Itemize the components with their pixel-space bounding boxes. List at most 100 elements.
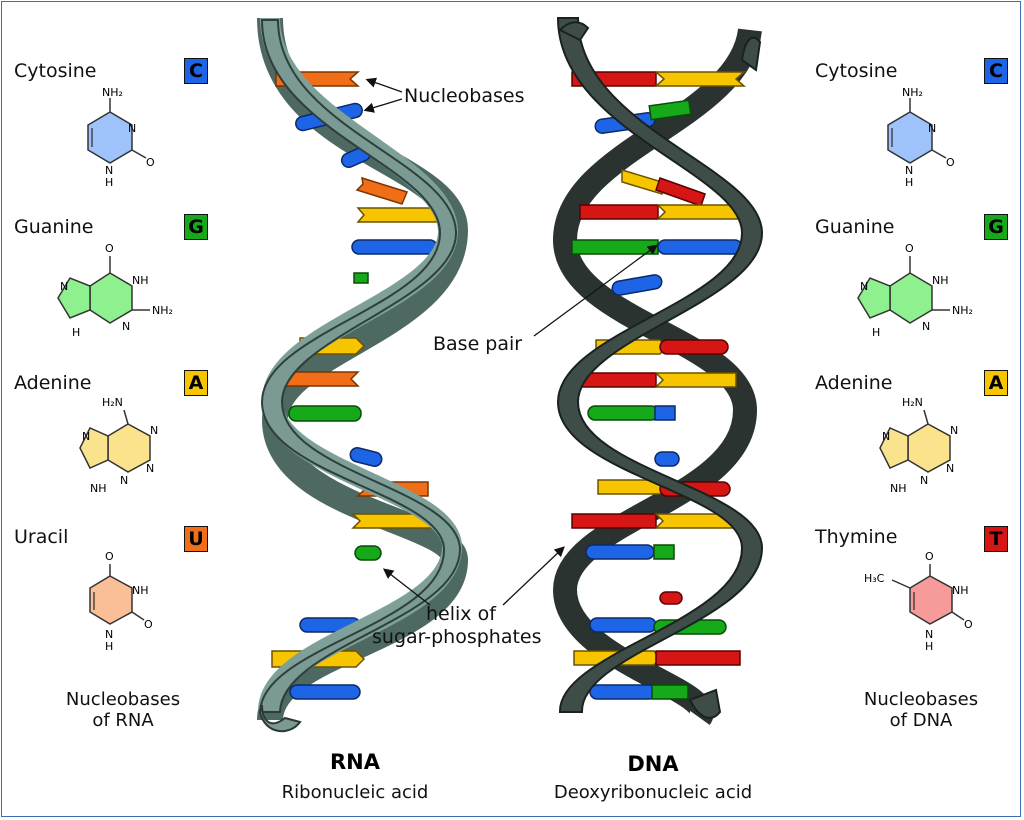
- dna-badge-thymine: T: [984, 526, 1008, 552]
- svg-text:H₃C: H₃C: [864, 572, 885, 585]
- dna-nucleobases-caption: Nucleobases of DNA: [846, 689, 996, 731]
- svg-text:NH: NH: [890, 482, 907, 495]
- dna-subtitle: Deoxyribonucleic acid: [553, 782, 753, 803]
- rna-base-name-cytosine: Cytosine: [14, 60, 97, 82]
- dna-rung-pair: [654, 451, 680, 467]
- rna-subtitle: Ribonucleic acid: [281, 782, 429, 803]
- dna-badge-adenine: A: [984, 370, 1008, 396]
- svg-text:H₂N: H₂N: [102, 396, 123, 409]
- dna-rung-pair: [654, 405, 676, 421]
- dna-base-name-guanine: Guanine: [815, 216, 895, 238]
- svg-text:N: N: [928, 122, 936, 135]
- dna-rung-pair: [621, 168, 663, 196]
- dna-rung-pair: [655, 650, 741, 666]
- cytosine-molecule-dna: NH₂ N O N H: [887, 86, 955, 189]
- svg-text:N: N: [146, 462, 154, 475]
- adenine-molecule-dna: H₂N N N N N NH: [879, 396, 958, 495]
- dna-base-name-thymine: Thymine: [815, 526, 898, 548]
- dna-backbone-back: [552, 27, 762, 725]
- svg-text:H: H: [105, 640, 113, 653]
- svg-text:N: N: [882, 430, 890, 443]
- helix-arrow-dna: [502, 546, 565, 606]
- svg-text:H: H: [905, 176, 913, 189]
- svg-text:NH: NH: [952, 584, 969, 597]
- dna-rung-pair: [579, 204, 659, 220]
- rna-rung-cytosine: [349, 447, 383, 467]
- svg-text:NH₂: NH₂: [902, 86, 923, 99]
- svg-text:N: N: [82, 430, 90, 443]
- dna-rung-pair: [611, 274, 663, 296]
- dna-backbone-front-ribbon: [556, 17, 764, 713]
- rna-badge-guanine: G: [184, 214, 208, 240]
- dna-caption-line1: Nucleobases: [863, 689, 979, 710]
- svg-text:N: N: [128, 122, 136, 135]
- svg-text:N: N: [946, 462, 954, 475]
- rna-rung-guanine: [288, 405, 362, 422]
- base-pair-arrow: [533, 244, 659, 337]
- svg-text:N: N: [105, 628, 113, 641]
- guanine-molecule-dna: O NH NH₂ N N H: [857, 242, 973, 339]
- dna-rung-pair: [651, 684, 689, 700]
- rna-backbone-tail: [258, 704, 302, 733]
- dna-badge-cytosine: C: [984, 58, 1008, 84]
- rna-base-name-adenine: Adenine: [14, 372, 92, 394]
- svg-text:N: N: [120, 474, 128, 487]
- rna-rung-cytosine: [289, 684, 361, 700]
- dna-rung-pair: [654, 71, 746, 87]
- rna-rung-guanine: [354, 545, 382, 561]
- dna-caption-line2: of DNA: [889, 709, 953, 731]
- svg-text:N: N: [860, 280, 868, 293]
- svg-text:NH₂: NH₂: [152, 304, 173, 317]
- svg-text:O: O: [964, 618, 973, 631]
- svg-text:N: N: [105, 164, 113, 177]
- cytosine-molecule-rna: NH₂ N O N H: [87, 86, 155, 189]
- rna-rung-uracil: [355, 176, 409, 205]
- svg-text:N: N: [925, 628, 933, 641]
- dna-backbone-bottom-right: [688, 688, 722, 719]
- svg-text:N: N: [905, 164, 913, 177]
- rna-badge-uracil: U: [184, 526, 208, 552]
- helix-annotation-line1: helix of: [426, 603, 496, 625]
- svg-text:N: N: [150, 424, 158, 437]
- helix-annotation-line2: sugar-phosphates: [372, 626, 542, 648]
- dna-rung-pair: [648, 99, 692, 121]
- rna-badge-adenine: A: [184, 370, 208, 396]
- svg-text:NH: NH: [932, 274, 949, 287]
- dna-title: DNA: [627, 752, 679, 776]
- svg-text:H₂N: H₂N: [902, 396, 923, 409]
- dna-base-pair-rungs: [571, 71, 746, 700]
- dna-rung-pair: [659, 591, 683, 605]
- dna-rung-pair: [656, 204, 743, 220]
- svg-text:NH₂: NH₂: [952, 304, 973, 317]
- svg-text:H: H: [72, 326, 80, 339]
- rna-nucleobases-caption: Nucleobases of RNA: [48, 689, 198, 731]
- dna-rung-pair: [654, 372, 737, 388]
- svg-text:O: O: [925, 550, 934, 563]
- dna-base-name-cytosine: Cytosine: [815, 60, 898, 82]
- svg-text:O: O: [105, 242, 114, 255]
- svg-text:O: O: [905, 242, 914, 255]
- adenine-molecule-rna: H₂N N N N N NH: [79, 396, 158, 495]
- svg-text:O: O: [144, 618, 153, 631]
- rna-base-name-guanine: Guanine: [14, 216, 94, 238]
- svg-text:NH: NH: [90, 482, 107, 495]
- svg-text:NH: NH: [132, 274, 149, 287]
- svg-text:O: O: [146, 156, 155, 169]
- nucleobases-annotation: Nucleobases: [404, 85, 525, 107]
- dna-badge-guanine: G: [984, 214, 1008, 240]
- svg-text:N: N: [60, 280, 68, 293]
- svg-text:H: H: [925, 640, 933, 653]
- svg-text:NH₂: NH₂: [102, 86, 123, 99]
- svg-text:H: H: [872, 326, 880, 339]
- svg-text:O: O: [946, 156, 955, 169]
- dna-backbone-top-left: [558, 21, 590, 42]
- svg-text:N: N: [922, 320, 930, 333]
- svg-text:O: O: [105, 550, 114, 563]
- nucleobases-arrow-2: [363, 98, 403, 113]
- dna-rung-pair: [659, 339, 729, 355]
- helix-arrow-rna: [382, 568, 431, 606]
- nucleobases-arrow-1: [365, 77, 403, 93]
